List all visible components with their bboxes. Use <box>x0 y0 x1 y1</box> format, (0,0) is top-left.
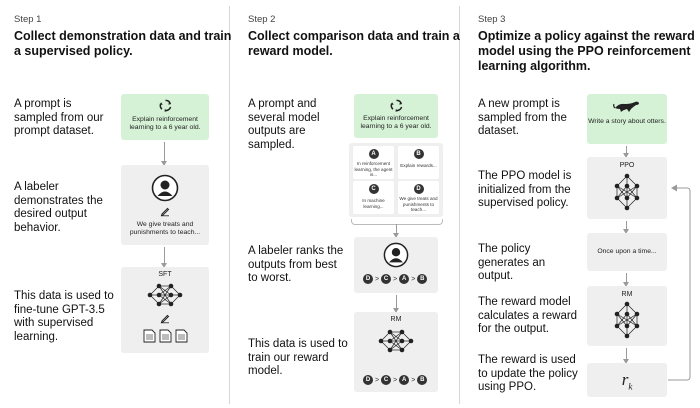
demo-text: We give treats and punishments to teach.… <box>129 221 201 237</box>
step-description: A labeler ranks the outputs from best to… <box>248 245 344 284</box>
output-card-a: A In reinforcement learning, the agent i… <box>353 146 394 179</box>
ppo-model-box: PPO <box>587 157 667 219</box>
rank-separator: > <box>375 376 380 384</box>
person-icon <box>383 242 409 268</box>
step-label: Step 3 <box>478 14 506 25</box>
step3-column: Step 3 Optimize a policy against the rew… <box>460 0 700 408</box>
feedback-loop-arrow <box>668 184 691 381</box>
output-text: Explain rewards... <box>400 163 437 168</box>
flow-arrow <box>623 348 629 364</box>
model-label: SFT <box>158 271 172 278</box>
neural-network-icon <box>378 329 414 353</box>
ranking-box: D > C > A > B <box>354 237 438 293</box>
recycle-icon <box>390 99 403 112</box>
rank-separator: > <box>393 275 398 283</box>
flow-arrow <box>623 221 629 234</box>
rank-letter: D <box>363 274 373 284</box>
prompt-text: Explain reinforcement learning to a 6 ye… <box>129 116 201 132</box>
output-text: In reinforcement learning, the agent is.… <box>354 161 393 178</box>
flow-arrow <box>161 142 167 166</box>
prompt-box: Explain reinforcement learning to a 6 ye… <box>121 94 209 140</box>
prompt-text: Write a story about otters. <box>588 118 666 125</box>
column-divider <box>229 6 230 404</box>
model-label: PPO <box>619 162 635 169</box>
neural-network-icon <box>614 173 640 211</box>
rank-separator: > <box>393 376 398 384</box>
person-icon <box>151 174 179 202</box>
step-description: A new prompt is sampled from the dataset… <box>478 98 567 137</box>
flow-arrow <box>393 224 399 238</box>
rank-letter: B <box>417 375 428 385</box>
step1-column: Step 1 Collect demonstration data and tr… <box>0 0 231 408</box>
document-icon <box>143 329 188 343</box>
flow-arrow <box>623 273 629 287</box>
step-description: A prompt and several model outputs are s… <box>248 98 320 151</box>
column-divider <box>459 6 460 404</box>
output-card-b: B Explain rewards... <box>398 146 439 179</box>
reward-model-box: RM D > C > A > B <box>354 312 438 392</box>
step-description: A prompt is sampled from our prompt data… <box>14 98 104 137</box>
sft-model-box: SFT <box>121 267 209 353</box>
flow-arrow <box>393 295 399 313</box>
step-description: This data is used to train our reward mo… <box>248 338 348 377</box>
output-text: Once upon a time... <box>597 248 657 255</box>
step-description: The policy generates an output. <box>478 243 546 282</box>
step-description: The reward is used to update the policy … <box>478 354 578 393</box>
pencil-icon <box>160 207 170 217</box>
pencil-icon <box>160 314 170 324</box>
reward-symbol: r <box>621 370 629 389</box>
prompt-box: Write a story about otters. <box>587 94 667 144</box>
step-label: Step 1 <box>14 14 42 25</box>
rank-letter: C <box>381 375 392 385</box>
rank-separator: > <box>411 275 416 283</box>
output-card-c: C In machine learning... <box>353 181 394 214</box>
step-description: The reward model calculates a reward for… <box>478 296 578 335</box>
neural-network-icon <box>147 283 183 307</box>
reward-subscript: k <box>628 381 633 392</box>
neural-network-icon <box>614 301 640 339</box>
flow-arrow <box>161 247 167 268</box>
model-label: RM <box>621 291 633 298</box>
ranking-row: D > C > A > B <box>363 375 428 385</box>
rank-letter: A <box>399 375 410 385</box>
output-letter: C <box>368 184 379 194</box>
rank-separator: > <box>375 275 380 283</box>
reward-model-box: RM <box>587 286 667 346</box>
output-letter: A <box>368 149 379 159</box>
step-description: The PPO model is initialized from the su… <box>478 170 572 209</box>
rank-letter: D <box>363 375 373 385</box>
step-label: Step 2 <box>248 14 276 25</box>
step-title: Optimize a policy against the reward mod… <box>478 29 695 73</box>
step-description: A labeler demonstrates the desired outpu… <box>14 181 103 234</box>
rank-letter: A <box>399 274 410 284</box>
recycle-icon <box>159 99 172 112</box>
rank-separator: > <box>411 376 416 384</box>
rank-letter: B <box>417 274 428 284</box>
reward-value: rk <box>587 370 667 391</box>
model-outputs-box: A In reinforcement learning, the agent i… <box>349 143 443 217</box>
step-title: Collect comparison data and train a rewa… <box>248 29 460 58</box>
otter-icon <box>613 101 639 112</box>
prompt-text: Explain reinforcement learning to a 6 ye… <box>360 115 432 131</box>
output-card-d: D We give treats and punishments to teac… <box>398 181 439 214</box>
step-title: Collect demonstration data and train a s… <box>14 29 232 58</box>
reward-box: rk <box>587 363 667 397</box>
output-box: Once upon a time... <box>587 233 667 271</box>
output-letter: B <box>413 149 424 159</box>
model-label: RM <box>390 316 402 323</box>
prompt-box: Explain reinforcement learning to a 6 ye… <box>354 94 438 138</box>
step-description: This data is used to fine-tune GPT-3.5 w… <box>14 290 114 343</box>
output-letter: D <box>413 184 424 194</box>
step2-column: Step 2 Collect comparison data and train… <box>230 0 460 408</box>
flow-arrow <box>623 146 629 158</box>
output-text: In machine learning... <box>362 198 385 209</box>
output-text: We give treats and punishments to teach.… <box>399 196 438 213</box>
rank-letter: C <box>381 274 392 284</box>
outputs-bracket <box>351 219 443 225</box>
labeler-box: We give treats and punishments to teach.… <box>121 165 209 245</box>
ranking-row: D > C > A > B <box>363 274 428 284</box>
